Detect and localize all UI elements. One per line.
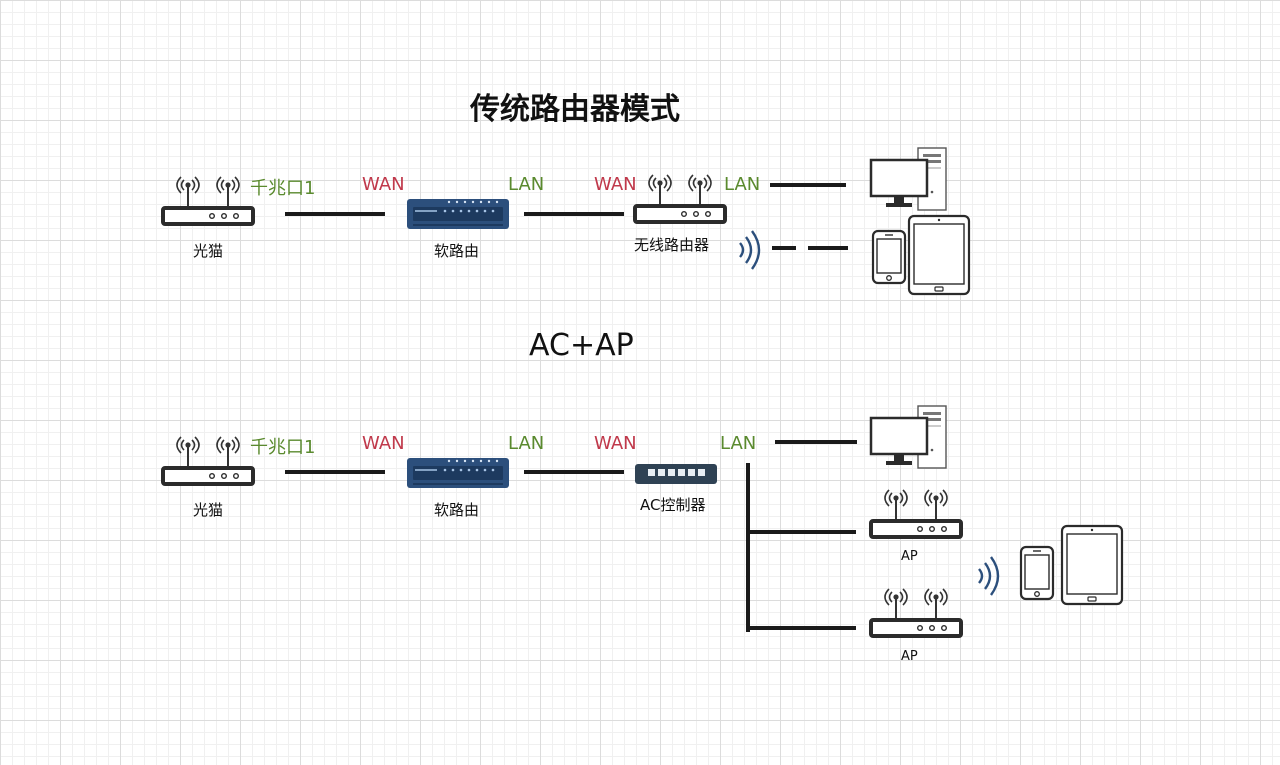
desktop-computer-icon: [869, 404, 950, 470]
wireless-router-device: [632, 166, 728, 226]
wifi-signal-icon: [736, 230, 762, 270]
tablet-icon: [1060, 524, 1124, 606]
wan-label-ac-controller: WAN: [594, 433, 637, 454]
icon-graphic: [635, 464, 717, 484]
gigabit-port-label: 千兆口1: [250, 178, 316, 199]
trunk-line-vertical: [746, 463, 750, 632]
router-icon: [160, 428, 256, 488]
link-ac-ap1: [746, 530, 856, 534]
icon-graphic: [407, 199, 509, 229]
icon-graphic: [869, 147, 947, 211]
soft-router-caption: 软路由: [434, 501, 480, 519]
modem-caption: 光猫: [193, 242, 224, 260]
icon-graphic: [407, 458, 509, 488]
soft-router-caption: 软路由: [434, 242, 480, 260]
router-icon: [868, 481, 964, 541]
ac-controller-caption: AC控制器: [640, 496, 706, 514]
switch-icon: [634, 463, 718, 485]
wireless-link-dash: [808, 246, 848, 250]
lan-label-softrouter: LAN: [508, 433, 545, 454]
phone-icon: [1019, 545, 1055, 601]
wan-label-softrouter: WAN: [362, 433, 405, 454]
ap1-device: [868, 481, 964, 541]
icon-graphic: [978, 556, 1000, 596]
icon-graphic: [633, 174, 727, 224]
icon-graphic: [869, 405, 947, 469]
icon-graphic: [869, 489, 963, 539]
soft-router-device: [405, 197, 511, 231]
ap2-device: [868, 580, 964, 640]
phone-icon: [871, 229, 907, 285]
icon-graphic: [869, 588, 963, 638]
icon-graphic: [739, 230, 761, 270]
title-traditional-mode: 传统路由器模式: [470, 92, 680, 127]
title-ac-ap-mode: AC+AP: [529, 328, 634, 363]
router-icon: [160, 168, 256, 228]
modem-caption: 光猫: [193, 501, 224, 519]
soft-router-device: [405, 456, 511, 490]
link-softrouter-ac: [524, 470, 624, 474]
icon-graphic: [1019, 545, 1055, 601]
link-ac-desktop: [775, 440, 857, 444]
ac-controller-device: [634, 463, 718, 485]
link-ac-ap2: [746, 626, 856, 630]
link-modem-softrouter: [285, 470, 385, 474]
wifi-signal-icon: [975, 556, 1001, 596]
desktop-computer-icon: [869, 146, 950, 212]
wireless-link-dash: [772, 246, 796, 250]
wireless-router-caption: 无线路由器: [634, 236, 710, 254]
soft-router-icon: [405, 197, 511, 231]
wan-label-softrouter: WAN: [362, 174, 405, 195]
icon-graphic: [161, 436, 255, 486]
link-softrouter-wireless: [524, 212, 624, 216]
ap1-caption: AP: [901, 549, 918, 564]
icon-graphic: [907, 214, 971, 296]
icon-graphic: [161, 176, 255, 226]
soft-router-icon: [405, 456, 511, 490]
modem-device: [160, 428, 256, 488]
ap2-caption: AP: [901, 649, 918, 664]
lan-label-wireless-router: LAN: [724, 174, 761, 195]
lan-label-softrouter: LAN: [508, 174, 545, 195]
icon-graphic: [1060, 524, 1124, 606]
tablet-icon: [907, 214, 971, 296]
router-icon: [632, 166, 728, 226]
lan-label-ac-controller: LAN: [720, 433, 757, 454]
modem-device: [160, 168, 256, 228]
icon-graphic: [871, 229, 907, 285]
link-modem-softrouter: [285, 212, 385, 216]
router-icon: [868, 580, 964, 640]
link-wireless-desktop: [770, 183, 846, 187]
wan-label-wireless-router: WAN: [594, 174, 637, 195]
gigabit-port-label: 千兆口1: [250, 437, 316, 458]
